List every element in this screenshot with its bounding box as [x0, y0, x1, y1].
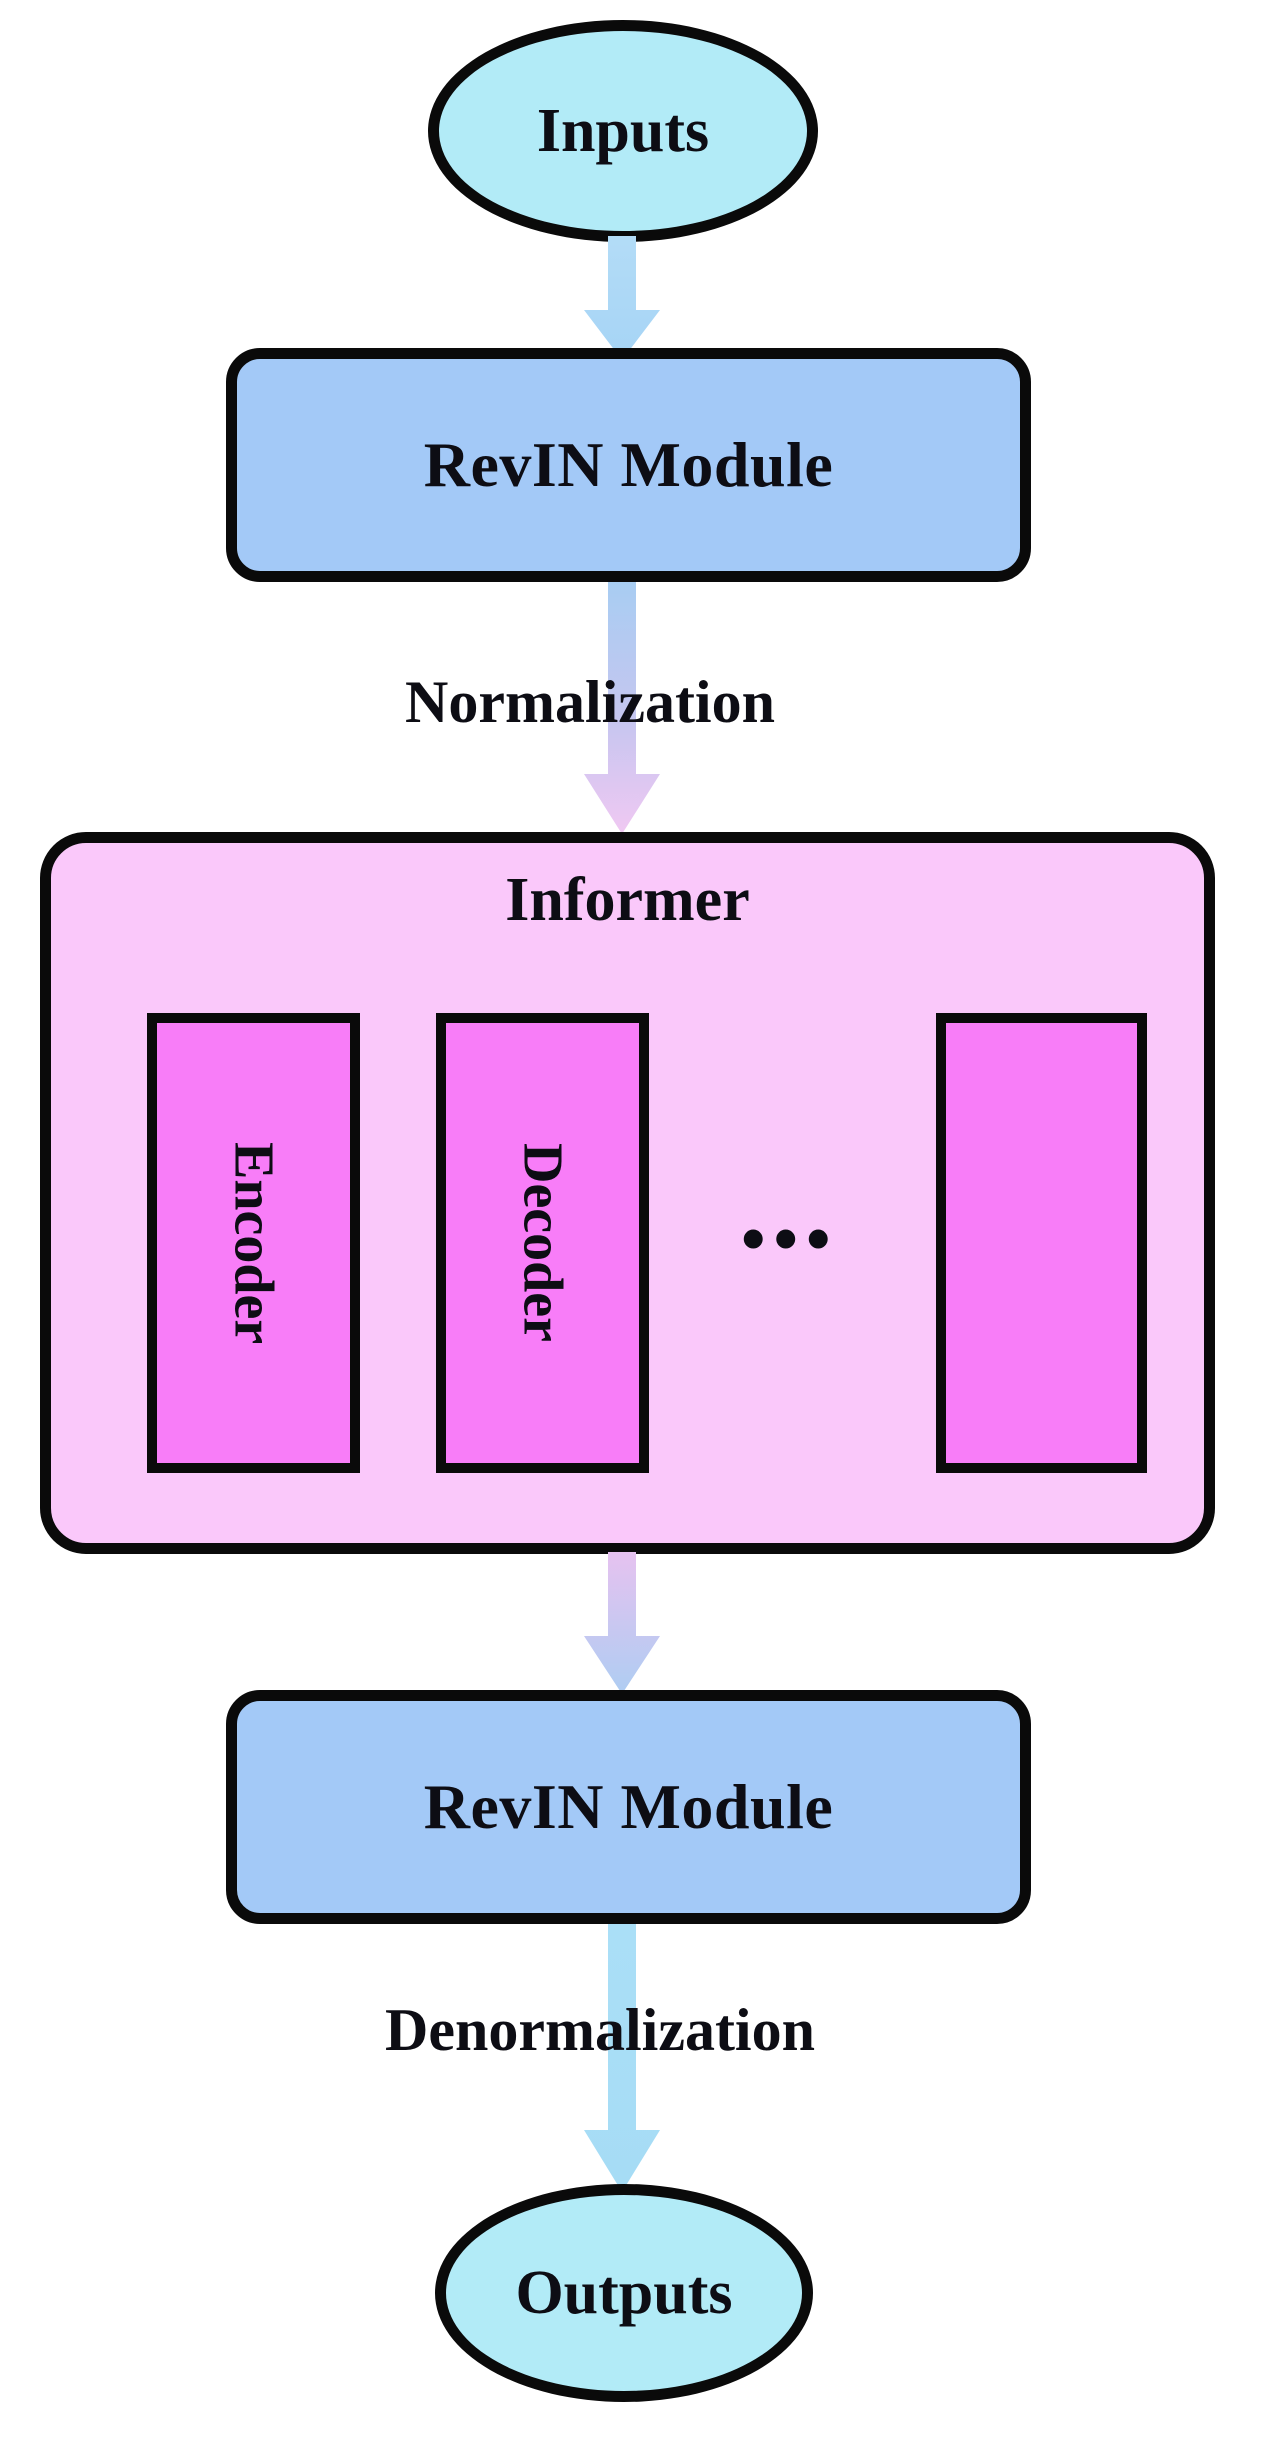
node-outputs-label: Outputs — [515, 2259, 733, 2327]
caption-denormalization: Denormalization — [385, 1997, 815, 2063]
node-revin-module-top[interactable]: RevIN Module — [226, 348, 1031, 582]
node-revin-module-top-label: RevIN Module — [423, 429, 834, 500]
caption-normalization: Normalization — [405, 669, 775, 735]
node-inputs-label: Inputs — [536, 97, 710, 165]
arrow-revin-bottom-to-outputs — [570, 1924, 674, 2192]
node-revin-module-bottom-label: RevIN Module — [423, 1771, 834, 1842]
node-revin-module-bottom[interactable]: RevIN Module — [226, 1690, 1031, 1924]
arrow-revin-top-to-informer — [570, 582, 674, 834]
node-informer[interactable]: Informer Encoder Decoder ••• — [40, 832, 1215, 1554]
arrow-informer-to-revin-bottom — [570, 1552, 674, 1694]
node-informer-label: Informer — [505, 866, 750, 934]
arrow-inputs-to-revin-top — [570, 236, 674, 360]
submodule-ellipsis: ••• — [741, 1201, 839, 1278]
node-inputs[interactable]: Inputs — [428, 20, 818, 242]
submodule-decoder[interactable]: Decoder — [436, 1013, 649, 1473]
submodule-encoder[interactable]: Encoder — [147, 1013, 360, 1473]
node-outputs[interactable]: Outputs — [435, 2184, 813, 2402]
submodule-decoder-label: Decoder — [511, 1143, 574, 1343]
submodule-encoder-label: Encoder — [222, 1141, 285, 1345]
submodule-additional[interactable] — [936, 1013, 1147, 1473]
